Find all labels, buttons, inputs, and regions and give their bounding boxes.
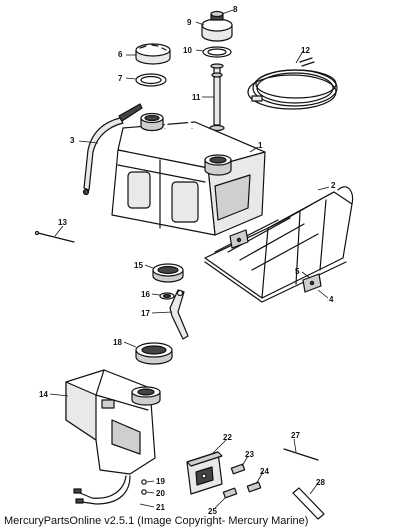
callout-11: 11 [192, 93, 201, 102]
callout-23: 23 [245, 450, 254, 459]
ring-gasket-15 [152, 263, 184, 283]
fitting-25 [222, 487, 238, 499]
callout-20: 20 [156, 489, 165, 498]
callout-5: 5 [295, 267, 300, 276]
copyright-footer: MercuryPartsOnline v2.5.1 (Image Copyrig… [4, 515, 309, 527]
control-module [186, 451, 223, 495]
callout-21: 21 [156, 503, 165, 512]
callout-18: 18 [113, 338, 122, 347]
callout-22: 22 [223, 433, 232, 442]
fuel-hose-coil [247, 57, 338, 110]
callout-4: 4 [329, 295, 334, 304]
callout-28: 28 [316, 478, 325, 487]
fastener-19 [141, 479, 147, 485]
callout-1: 1 [258, 141, 263, 150]
fitting-23 [230, 463, 246, 475]
leader-lines [49, 9, 330, 509]
callout-12: 12 [301, 46, 310, 55]
callout-14: 14 [39, 390, 48, 399]
fastener-20 [141, 489, 147, 495]
sender-gasket-18 [135, 342, 173, 365]
callout-9: 9 [187, 18, 192, 27]
callout-7: 7 [118, 74, 123, 83]
callout-24: 24 [260, 467, 269, 476]
pin [34, 230, 75, 243]
callout-6: 6 [118, 50, 123, 59]
callout-3: 3 [70, 136, 75, 145]
callout-19: 19 [156, 477, 165, 486]
pickup-tube [209, 63, 225, 132]
callout-15: 15 [134, 261, 143, 270]
fill-cap [135, 43, 171, 65]
callout-16: 16 [141, 290, 150, 299]
fuel-tank [111, 112, 266, 236]
o-ring-16 [159, 292, 175, 300]
tank-rack [204, 186, 354, 303]
hold-down-strap [82, 103, 143, 196]
callout-17: 17 [141, 309, 150, 318]
clip-17 [169, 289, 189, 340]
oil-tank [65, 369, 161, 505]
callout-27: 27 [291, 431, 300, 440]
wire-27 [283, 448, 319, 461]
fill-cap-gasket [135, 73, 167, 87]
callout-13: 13 [58, 218, 67, 227]
cap-gasket-10 [202, 46, 232, 58]
callout-10: 10 [183, 46, 192, 55]
hose-28 [292, 487, 325, 520]
callout-8: 8 [233, 5, 238, 14]
callout-25: 25 [208, 507, 217, 516]
vent-cap [201, 10, 233, 42]
callout-labels: 1 2 3 4 5 6 7 8 9 10 11 12 13 14 15 16 1… [39, 5, 336, 516]
callout-2: 2 [331, 181, 336, 190]
fitting-24 [246, 481, 262, 493]
